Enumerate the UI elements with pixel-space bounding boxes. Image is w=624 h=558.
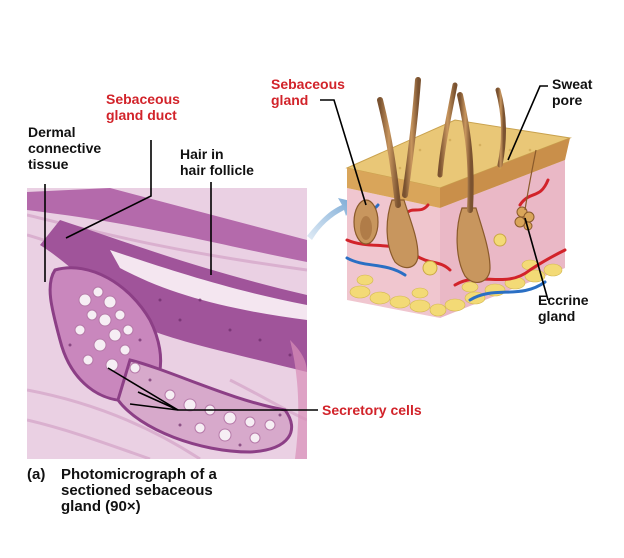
pointer-arrow: [307, 198, 355, 240]
label-eccrine-gland: Eccrine gland: [538, 292, 589, 324]
eccrine-gland-shape: [514, 206, 535, 231]
leader-lines-illustration: [320, 85, 549, 301]
sebaceous-gland-shape: [353, 199, 379, 245]
label-sebaceous-gland: Sebaceous gland: [271, 76, 345, 108]
label-dermal-connective-tissue: Dermal connective tissue: [28, 124, 102, 172]
hair-follicles: [386, 199, 491, 284]
caption-text: Photomicrograph of a sectioned sebaceous…: [61, 466, 217, 515]
label-secretory-cells: Secretory cells: [322, 402, 422, 418]
skin-block-illustration: [345, 77, 572, 318]
label-hair-in-follicle: Hair in hair follicle: [180, 146, 254, 178]
photomicrograph: [27, 188, 307, 459]
caption-tag: (a): [27, 466, 46, 483]
leader-lines-micro: [44, 140, 318, 411]
label-sweat-pore: Sweat pore: [552, 76, 593, 108]
label-sebaceous-gland-duct: Sebaceous gland duct: [106, 91, 180, 123]
